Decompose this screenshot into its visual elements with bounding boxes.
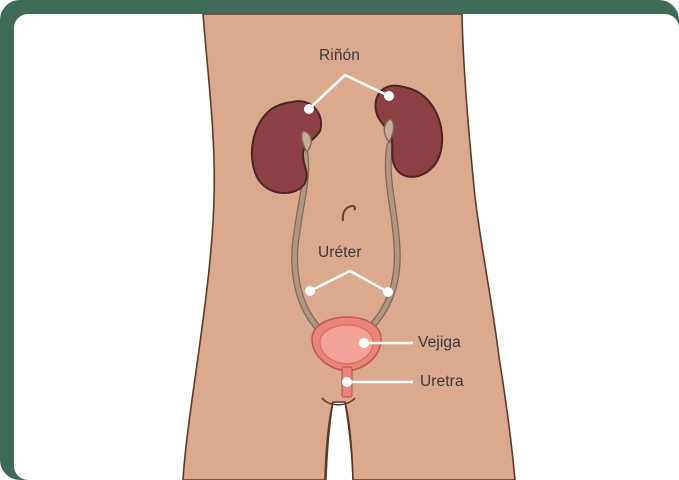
label-ureter: Uréter [318, 244, 362, 262]
label-urethra: Uretra [420, 373, 464, 391]
label-kidney: Riñón [319, 47, 360, 65]
diagram-panel: Riñón Uréter Vejiga Uretra [14, 14, 679, 480]
label-bladder: Vejiga [418, 334, 461, 352]
